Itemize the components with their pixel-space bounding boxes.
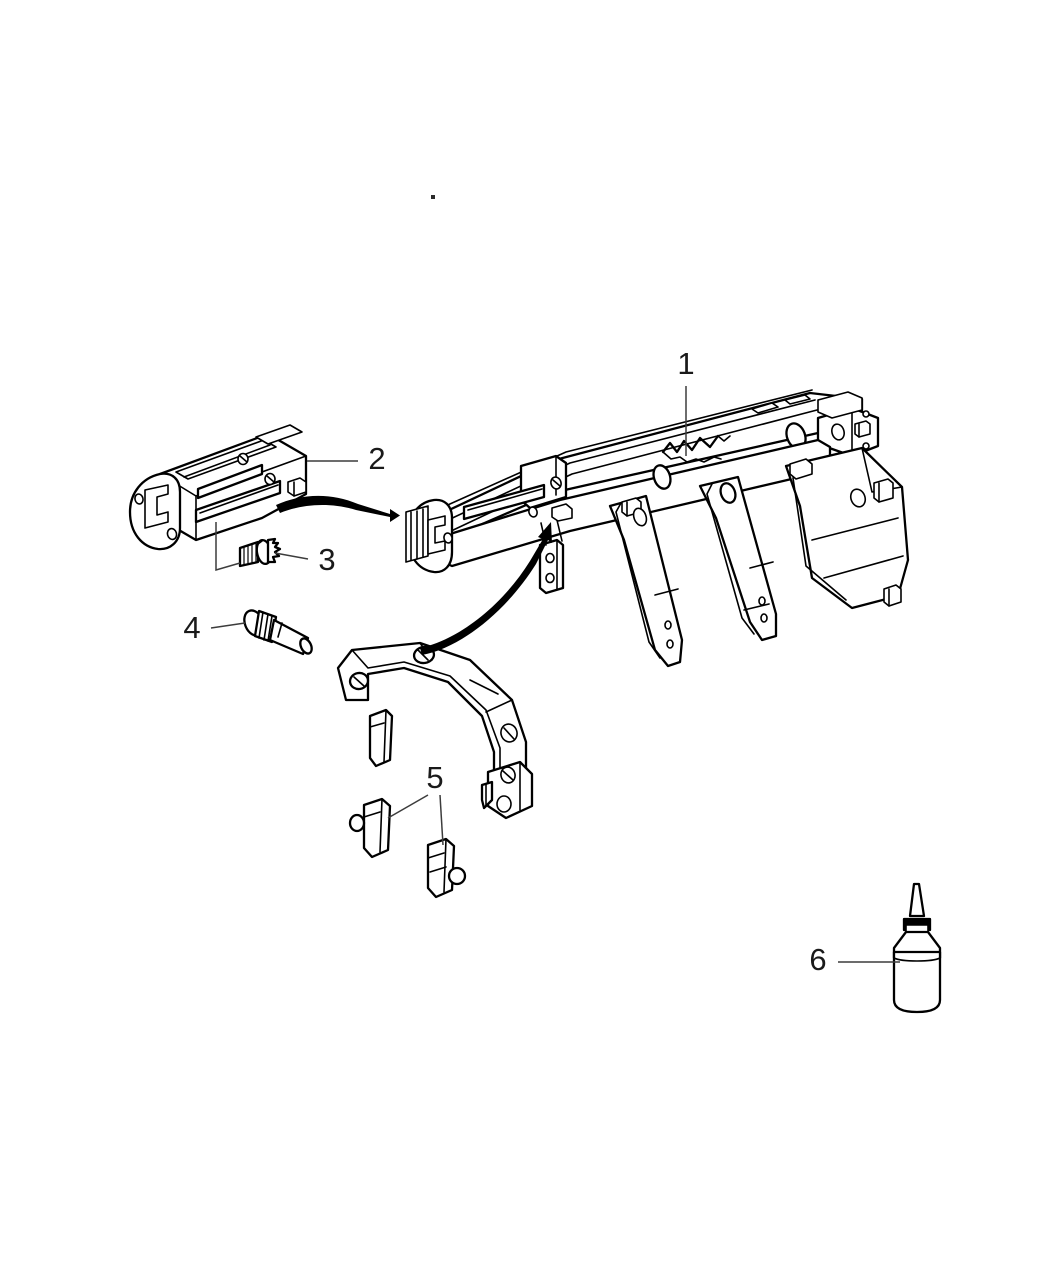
part-4-pivot-pin [243, 609, 313, 656]
part-2-housing-block [128, 424, 308, 551]
rail-top-tabs [751, 394, 811, 414]
part-6-sealant-bottle [892, 882, 942, 1014]
callout-label-1: 1 [677, 346, 694, 381]
rail-fork-leg-1 [608, 494, 684, 668]
rail-fork-leg-2 [698, 475, 778, 642]
rail-right-end-head [816, 391, 880, 458]
arrow-block-to-rail [276, 495, 400, 522]
stray-dot-mark [431, 195, 435, 199]
callout-label-2: 2 [368, 441, 385, 476]
part-3-flange-bolt [238, 537, 282, 568]
leader-4 [210, 622, 246, 629]
part-5-fork-pads [348, 797, 467, 899]
detent-notches [661, 434, 731, 463]
part-1-shift-rail-assembly [405, 389, 910, 668]
callout-label-3: 3 [318, 542, 335, 577]
fork-pad-right [426, 837, 467, 899]
leader-5b [439, 794, 444, 846]
rail-fork-leg-3 [784, 446, 910, 610]
rail-interlock-bracket [538, 503, 573, 595]
callout-label-5: 5 [426, 760, 443, 795]
rail-oval-hole-mid [652, 464, 672, 490]
leader-3b [215, 522, 241, 571]
callout-leaders [210, 386, 900, 963]
leader-5 [387, 794, 429, 819]
rail-window-slot [462, 483, 546, 521]
callout-label-6: 6 [809, 942, 826, 977]
fork-pad-left [348, 797, 392, 859]
rail-left-flange [405, 498, 454, 574]
shift-fork-body [336, 641, 534, 820]
leader-3 [274, 552, 309, 560]
callout-label-4: 4 [183, 610, 200, 645]
